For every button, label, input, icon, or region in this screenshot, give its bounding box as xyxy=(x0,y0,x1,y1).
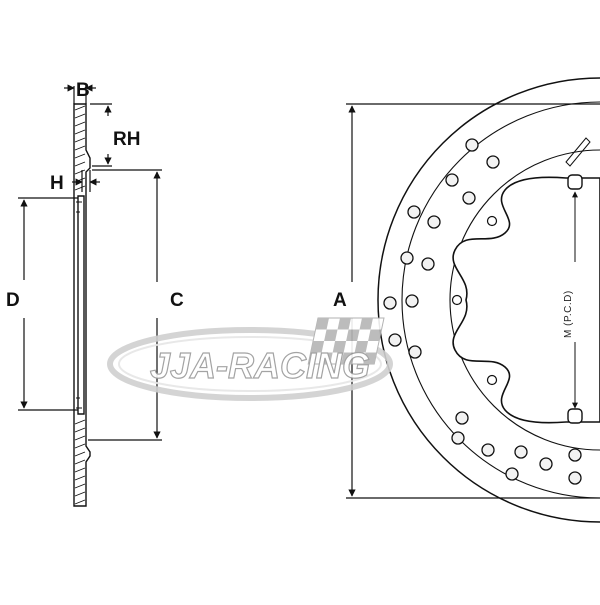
drilled-hole xyxy=(408,345,422,359)
drilled-hole xyxy=(481,443,495,457)
dimension-c xyxy=(88,169,162,441)
label-rh: RH xyxy=(113,129,140,150)
disc-inner-friction-edge xyxy=(401,101,600,499)
drilled-hole xyxy=(568,471,582,485)
hub-bolt-hole xyxy=(451,294,463,306)
drilled-hole xyxy=(455,411,469,425)
drilled-hole xyxy=(486,155,500,169)
section-hatching-bottom xyxy=(74,419,86,505)
watermark-swoosh xyxy=(107,327,393,401)
drilled-hole xyxy=(405,294,419,308)
disc-front-view xyxy=(377,77,600,523)
section-step-marks xyxy=(76,201,82,409)
dimension-b xyxy=(64,84,96,104)
drilled-hole xyxy=(568,448,582,462)
disc-outer-edge xyxy=(377,77,600,523)
watermark-text: JJA-RACING xyxy=(150,345,370,386)
hub-bolt-hole xyxy=(486,374,498,386)
dimension-rh xyxy=(90,103,112,167)
hub-bolt-hole xyxy=(486,215,498,227)
drilled-hole xyxy=(421,257,435,271)
drilled-hole xyxy=(514,445,528,459)
label-h: H xyxy=(50,173,64,194)
hub-scalloped-opening xyxy=(452,176,600,424)
drilled-hole xyxy=(539,457,553,471)
disc-mounting-ring-edge xyxy=(449,149,600,451)
label-c: C xyxy=(170,290,184,311)
disc-slot-marker xyxy=(565,137,591,167)
checkered-flag-icon xyxy=(307,317,385,365)
drilled-hole xyxy=(445,173,459,187)
drilled-hole xyxy=(407,205,421,219)
hub-slot-bottom xyxy=(567,408,583,424)
drilled-hole xyxy=(451,431,465,445)
drilled-holes xyxy=(383,138,582,485)
label-d: D xyxy=(6,290,20,311)
drilled-hole xyxy=(505,467,519,481)
disc-mounting-web xyxy=(77,195,85,415)
label-a: A xyxy=(333,290,347,311)
label-pcd: M (P.C.D) xyxy=(563,290,574,338)
drilled-hole xyxy=(383,296,397,310)
dimension-a xyxy=(346,103,600,499)
watermark-logo: JJA-RACING xyxy=(107,317,393,401)
dimension-h xyxy=(72,170,100,192)
drilled-hole xyxy=(427,215,441,229)
disc-side-view xyxy=(73,103,91,507)
drilled-hole xyxy=(400,251,414,265)
label-b: B xyxy=(76,80,90,101)
dimension-d xyxy=(18,197,78,411)
drilled-hole xyxy=(462,191,476,205)
drilled-hole xyxy=(388,333,402,347)
hub-slot-top xyxy=(567,174,583,190)
drilled-hole xyxy=(465,138,479,152)
